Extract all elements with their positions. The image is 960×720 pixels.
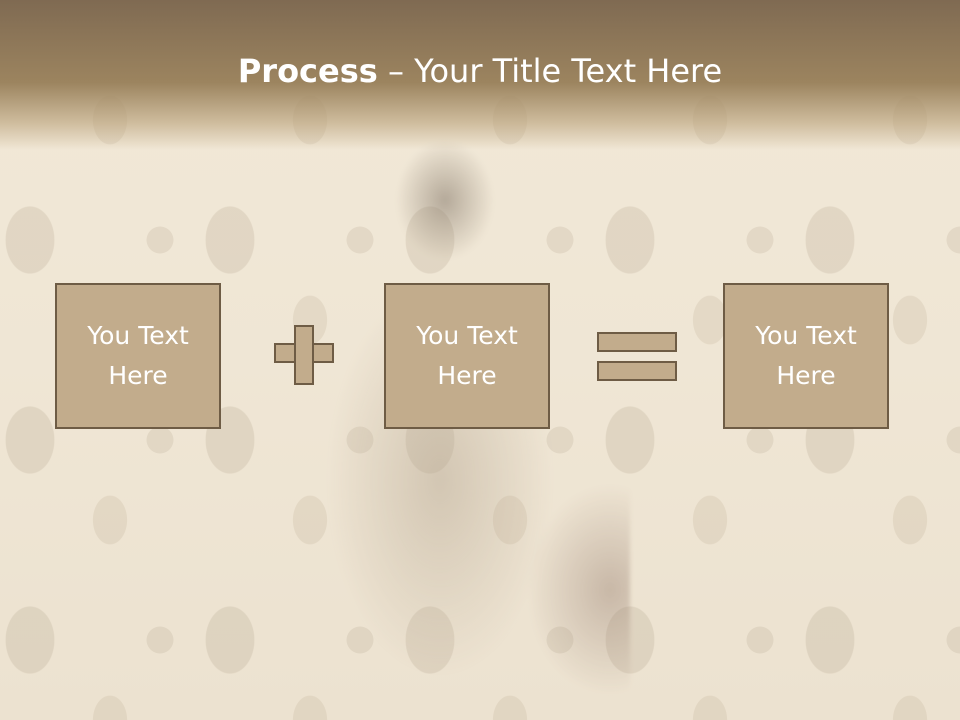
process-box-3-label: You Text Here <box>741 316 871 396</box>
plus-center-fill <box>296 345 312 361</box>
process-box-2[interactable]: You Text Here <box>384 283 550 429</box>
process-box-1-label: You Text Here <box>73 316 203 396</box>
title-bold-part: Process <box>237 52 378 90</box>
slide-title[interactable]: Process – Your Title Text Here <box>0 52 960 90</box>
process-box-1[interactable]: You Text Here <box>55 283 221 429</box>
box-1-line-2: Here <box>108 361 168 390</box>
equals-top-bar <box>597 332 677 352</box>
title-bar <box>0 0 960 150</box>
box-2-line-2: Here <box>437 361 497 390</box>
title-rest-part: – Your Title Text Here <box>377 52 723 90</box>
box-2-line-1: You Text <box>416 321 518 350</box>
process-box-3[interactable]: You Text Here <box>723 283 889 429</box>
process-box-2-label: You Text Here <box>402 316 532 396</box>
box-1-line-1: You Text <box>87 321 189 350</box>
equals-bottom-bar <box>597 361 677 381</box>
box-3-line-2: Here <box>776 361 836 390</box>
box-3-line-1: You Text <box>755 321 857 350</box>
